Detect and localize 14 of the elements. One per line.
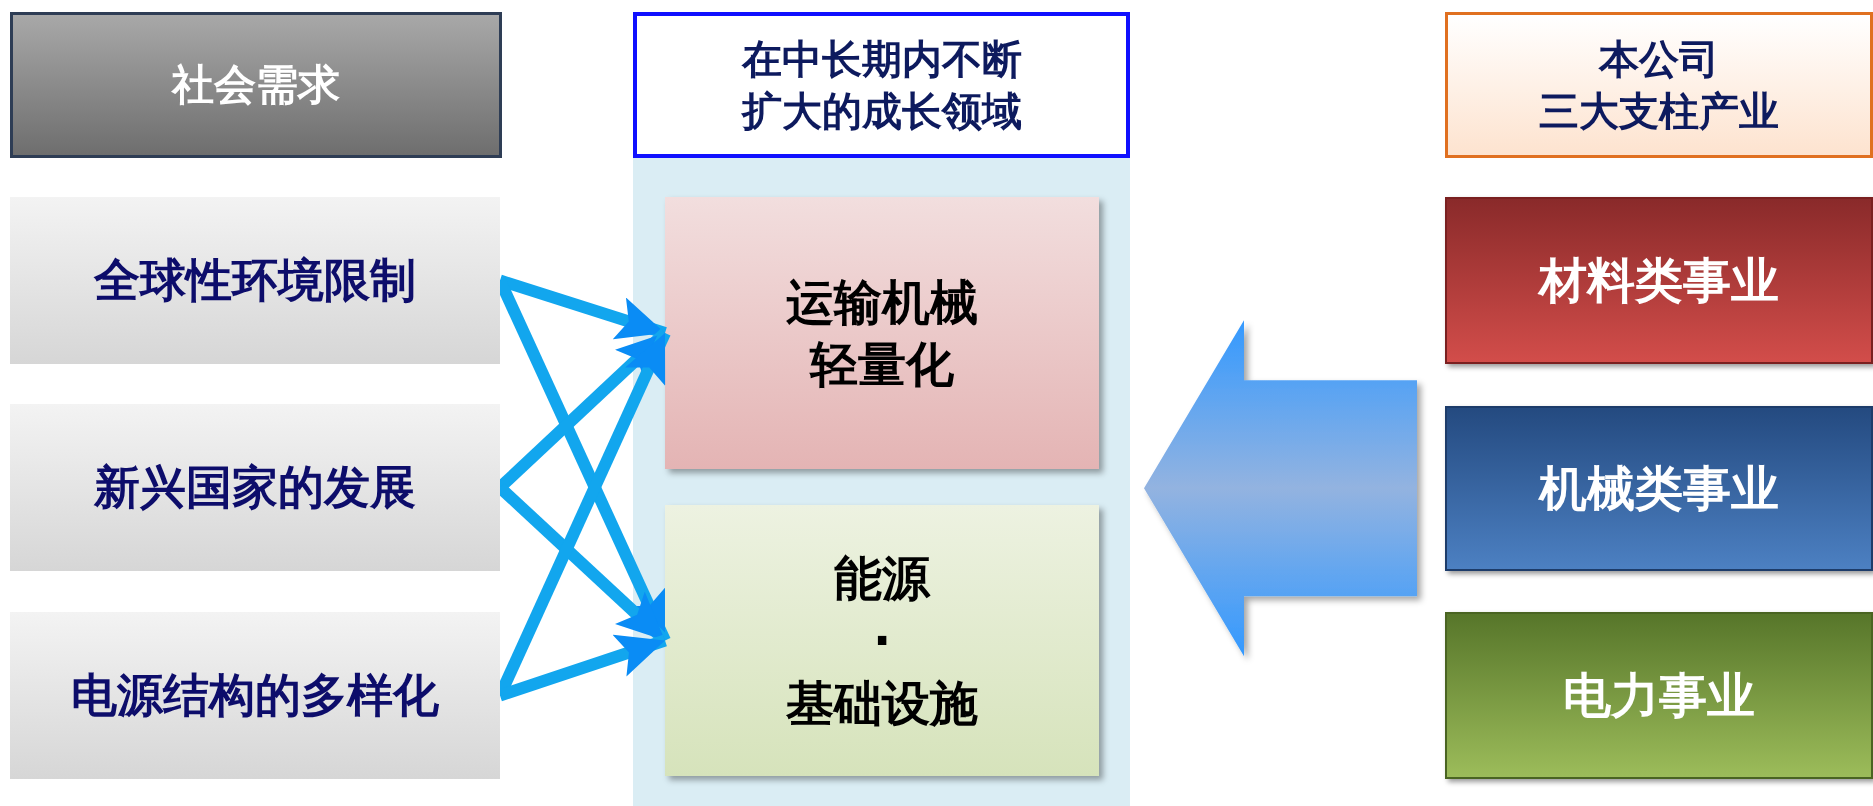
block-arrow xyxy=(1144,320,1417,657)
arrow xyxy=(498,634,667,702)
header-box: 社会需求 xyxy=(10,12,502,158)
need-box: 全球性环境限制 xyxy=(10,197,500,364)
business-box: 机械类事业 xyxy=(1445,406,1873,571)
growth-area-box: 能源 · 基础设施 xyxy=(665,505,1099,776)
header-box: 本公司 三大支柱产业 xyxy=(1445,12,1873,158)
need-box: 新兴国家的发展 xyxy=(10,404,500,571)
business-box: 材料类事业 xyxy=(1445,197,1873,364)
need-box: 电源结构的多样化 xyxy=(10,612,500,779)
business-box: 电力事业 xyxy=(1445,612,1873,779)
header-box: 在中长期内不断扩大的成长领域 xyxy=(633,12,1130,158)
growth-area-box: 运输机械轻量化 xyxy=(665,197,1099,469)
arrow xyxy=(498,274,667,340)
